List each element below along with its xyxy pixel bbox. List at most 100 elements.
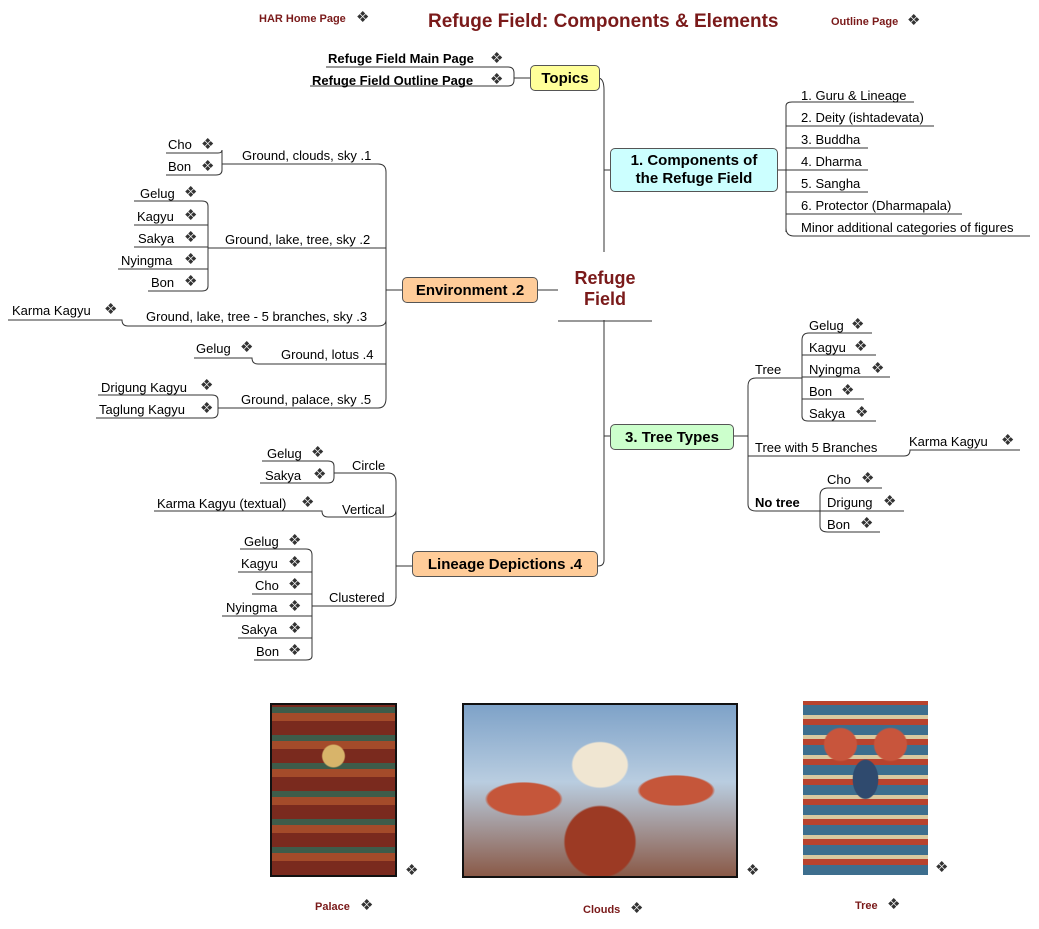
component-item[interactable]: 2. Deity (ishtadevata) [801, 110, 924, 125]
component-item[interactable]: 6. Protector (Dharmapala) [801, 198, 952, 213]
quatrefoil-link-icon[interactable]: ❖ [405, 862, 419, 879]
quatrefoil-link-icon[interactable]: ❖ [887, 896, 901, 913]
quatrefoil-link-icon[interactable]: ❖ [746, 862, 760, 879]
quatrefoil-link-icon[interactable]: ❖ [311, 444, 325, 461]
component-item[interactable]: 4. Dharma [801, 154, 862, 169]
quatrefoil-link-icon[interactable]: ❖ [288, 620, 302, 637]
lineage-item[interactable]: Bon [256, 644, 280, 659]
component-item[interactable]: 5. Sangha [801, 176, 861, 191]
environment-item[interactable]: Karma Kagyu [12, 303, 91, 318]
components-node-line2: the Refuge Field [635, 170, 753, 187]
quatrefoil-link-icon[interactable]: ❖ [201, 136, 215, 153]
quatrefoil-link-icon[interactable]: ❖ [855, 404, 869, 421]
lineage-item[interactable]: Sakya [265, 468, 302, 483]
quatrefoil-link-icon[interactable]: ❖ [288, 532, 302, 549]
topic-link-outline-page[interactable]: Refuge Field Outline Page [312, 73, 474, 88]
tree-type-item[interactable]: Sakya [809, 406, 846, 421]
environment-item[interactable]: Bon [168, 159, 192, 174]
quatrefoil-link-icon[interactable]: ❖ [907, 12, 921, 29]
central-topic: Refuge Field [558, 268, 652, 310]
quatrefoil-link-icon[interactable]: ❖ [288, 576, 302, 593]
environment-item[interactable]: Cho [168, 137, 192, 152]
quatrefoil-link-icon[interactable]: ❖ [184, 251, 198, 268]
quatrefoil-link-icon[interactable]: ❖ [313, 466, 327, 483]
environment-item[interactable]: Sakya [138, 231, 175, 246]
quatrefoil-link-icon[interactable]: ❖ [356, 9, 370, 26]
tree-type-item[interactable]: Karma Kagyu [909, 434, 988, 449]
component-item[interactable]: 3. Buddha [801, 132, 861, 147]
tree-type-group-label: Tree [755, 362, 782, 377]
quatrefoil-link-icon[interactable]: ❖ [104, 301, 118, 318]
environment-group-label: Ground, lotus .4 [281, 347, 374, 362]
quatrefoil-link-icon[interactable]: ❖ [871, 360, 885, 377]
quatrefoil-link-icon[interactable]: ❖ [184, 273, 198, 290]
environment-item[interactable]: Drigung Kagyu [101, 380, 187, 395]
component-item[interactable]: Minor additional categories of figures [801, 220, 1014, 235]
quatrefoil-link-icon[interactable]: ❖ [360, 897, 374, 914]
lineage-item[interactable]: Karma Kagyu (textual) [157, 496, 287, 511]
component-item[interactable]: 1. Guru & Lineage [801, 88, 907, 103]
quatrefoil-link-icon[interactable]: ❖ [490, 50, 504, 67]
lineage-group-label: Circle [352, 458, 386, 473]
tree-types-node[interactable]: 3. Tree Types [610, 424, 734, 450]
environment-item[interactable]: Nyingma [121, 253, 173, 268]
quatrefoil-link-icon[interactable]: ❖ [841, 382, 855, 399]
tree-type-item[interactable]: Gelug [809, 318, 844, 333]
quatrefoil-link-icon[interactable]: ❖ [851, 316, 865, 333]
lineage-item[interactable]: Nyingma [226, 600, 278, 615]
environment-node[interactable]: Environment .2 [402, 277, 538, 303]
quatrefoil-link-icon[interactable]: ❖ [854, 338, 868, 355]
har-home-link[interactable]: HAR Home Page [259, 13, 346, 25]
quatrefoil-link-icon[interactable]: ❖ [288, 554, 302, 571]
lineage-item[interactable]: Kagyu [241, 556, 278, 571]
topic-link-main-page[interactable]: Refuge Field Main Page [328, 51, 474, 66]
central-topic-line2: Field [583, 289, 626, 309]
tree-type-item[interactable]: Kagyu [809, 340, 846, 355]
tree-painting-thumbnail[interactable] [803, 701, 928, 875]
quatrefoil-link-icon[interactable]: ❖ [1001, 432, 1015, 449]
quatrefoil-link-icon[interactable]: ❖ [201, 158, 215, 175]
quatrefoil-link-icon[interactable]: ❖ [630, 900, 644, 917]
environment-item[interactable]: Taglung Kagyu [99, 402, 186, 417]
quatrefoil-link-icon[interactable]: ❖ [184, 229, 198, 246]
environment-item[interactable]: Gelug [140, 186, 175, 201]
quatrefoil-link-icon[interactable]: ❖ [240, 339, 254, 356]
palace-caption[interactable]: Palace [315, 901, 350, 913]
outline-page-link[interactable]: Outline Page [831, 16, 899, 28]
lineage-item[interactable]: Cho [255, 578, 279, 593]
quatrefoil-link-icon[interactable]: ❖ [184, 207, 198, 224]
quatrefoil-link-icon[interactable]: ❖ [860, 515, 874, 532]
lineage-item[interactable]: Gelug [244, 534, 279, 549]
tree-type-item[interactable]: Drigung [827, 495, 873, 510]
tree-type-item[interactable]: Bon [827, 517, 851, 532]
palace-painting-thumbnail[interactable] [270, 703, 397, 877]
components-node-line1: 1. Components of [630, 152, 758, 169]
quatrefoil-link-icon[interactable]: ❖ [935, 859, 949, 876]
quatrefoil-link-icon[interactable]: ❖ [861, 470, 875, 487]
tree-type-item[interactable]: Bon [809, 384, 833, 399]
tree-type-item[interactable]: Cho [827, 472, 851, 487]
environment-item[interactable]: Bon [151, 275, 175, 290]
topics-node[interactable]: Topics [530, 65, 600, 91]
environment-item[interactable]: Kagyu [137, 209, 174, 224]
lineage-item[interactable]: Gelug [267, 446, 302, 461]
environment-group-label: Ground, lake, tree, sky .2 [225, 232, 371, 247]
quatrefoil-link-icon[interactable]: ❖ [184, 184, 198, 201]
quatrefoil-link-icon[interactable]: ❖ [200, 400, 214, 417]
environment-item[interactable]: Gelug [196, 341, 231, 356]
quatrefoil-link-icon[interactable]: ❖ [288, 642, 302, 659]
quatrefoil-link-icon[interactable]: ❖ [883, 493, 897, 510]
quatrefoil-link-icon[interactable]: ❖ [200, 377, 214, 394]
environment-group-label: Ground, palace, sky .5 [241, 392, 372, 407]
tree-type-item[interactable]: Nyingma [809, 362, 861, 377]
lineage-group-label: Vertical [342, 502, 385, 517]
tree-caption[interactable]: Tree [855, 900, 878, 912]
components-node[interactable]: 1. Components of the Refuge Field [610, 148, 778, 192]
lineage-depictions-node[interactable]: Lineage Depictions .4 [412, 551, 598, 577]
clouds-painting-thumbnail[interactable] [462, 703, 738, 878]
quatrefoil-link-icon[interactable]: ❖ [288, 598, 302, 615]
clouds-caption[interactable]: Clouds [583, 904, 621, 916]
lineage-item[interactable]: Sakya [241, 622, 278, 637]
quatrefoil-link-icon[interactable]: ❖ [301, 494, 315, 511]
quatrefoil-link-icon[interactable]: ❖ [490, 71, 504, 88]
